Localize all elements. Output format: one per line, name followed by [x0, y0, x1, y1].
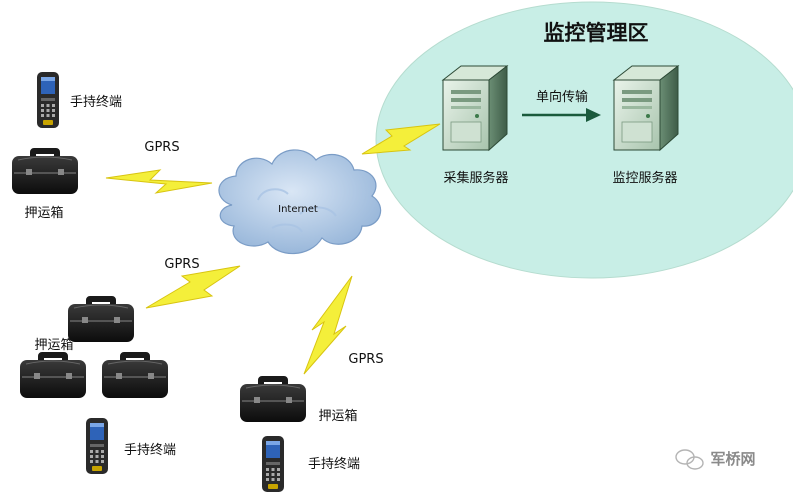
- wechat-logo-icon: [675, 449, 704, 470]
- handheld-label-bottom-center: 手持终端: [308, 456, 360, 472]
- handheld-label-top: 手持终端: [70, 94, 122, 110]
- gprs-label-top-left: GPRS: [144, 140, 179, 155]
- lightning-bolt-top-left: [105, 169, 213, 194]
- case-label-top: 押运箱: [24, 205, 63, 221]
- handheld-terminal-icon: [37, 72, 59, 128]
- internet-cloud-icon: [218, 149, 382, 255]
- gprs-label-middle-left: GPRS: [164, 257, 199, 272]
- gprs-label-bottom: GPRS: [348, 352, 383, 367]
- escort-case-icon: [101, 351, 169, 399]
- watermark-text: 军桥网: [710, 450, 755, 468]
- monitor-server-icon: [613, 65, 679, 151]
- lightning-bolt-bottom: [303, 275, 353, 375]
- collector-server-icon: [442, 65, 508, 151]
- monitor-server-label: 监控服务器: [612, 170, 677, 186]
- internet-label: Internet: [278, 204, 318, 215]
- case-label-bottom: 押运箱: [318, 408, 357, 424]
- escort-case-icon: [11, 147, 79, 195]
- escort-case-icon: [19, 351, 87, 399]
- zone-title: 监控管理区: [544, 21, 649, 45]
- lightning-bolt-upper-right: [361, 123, 441, 155]
- handheld-terminal-icon: [86, 418, 108, 474]
- handheld-terminal-icon: [262, 436, 284, 492]
- escort-case-icon: [67, 295, 135, 343]
- case-label-middle: 押运箱: [34, 337, 73, 353]
- lightning-bolt-middle-left: [145, 265, 241, 309]
- transfer-label: 单向传输: [536, 89, 588, 105]
- transfer-arrow: [522, 108, 601, 122]
- escort-case-icon: [239, 375, 307, 423]
- collector-server-label: 采集服务器: [443, 170, 508, 186]
- handheld-label-bottom-left: 手持终端: [124, 442, 176, 458]
